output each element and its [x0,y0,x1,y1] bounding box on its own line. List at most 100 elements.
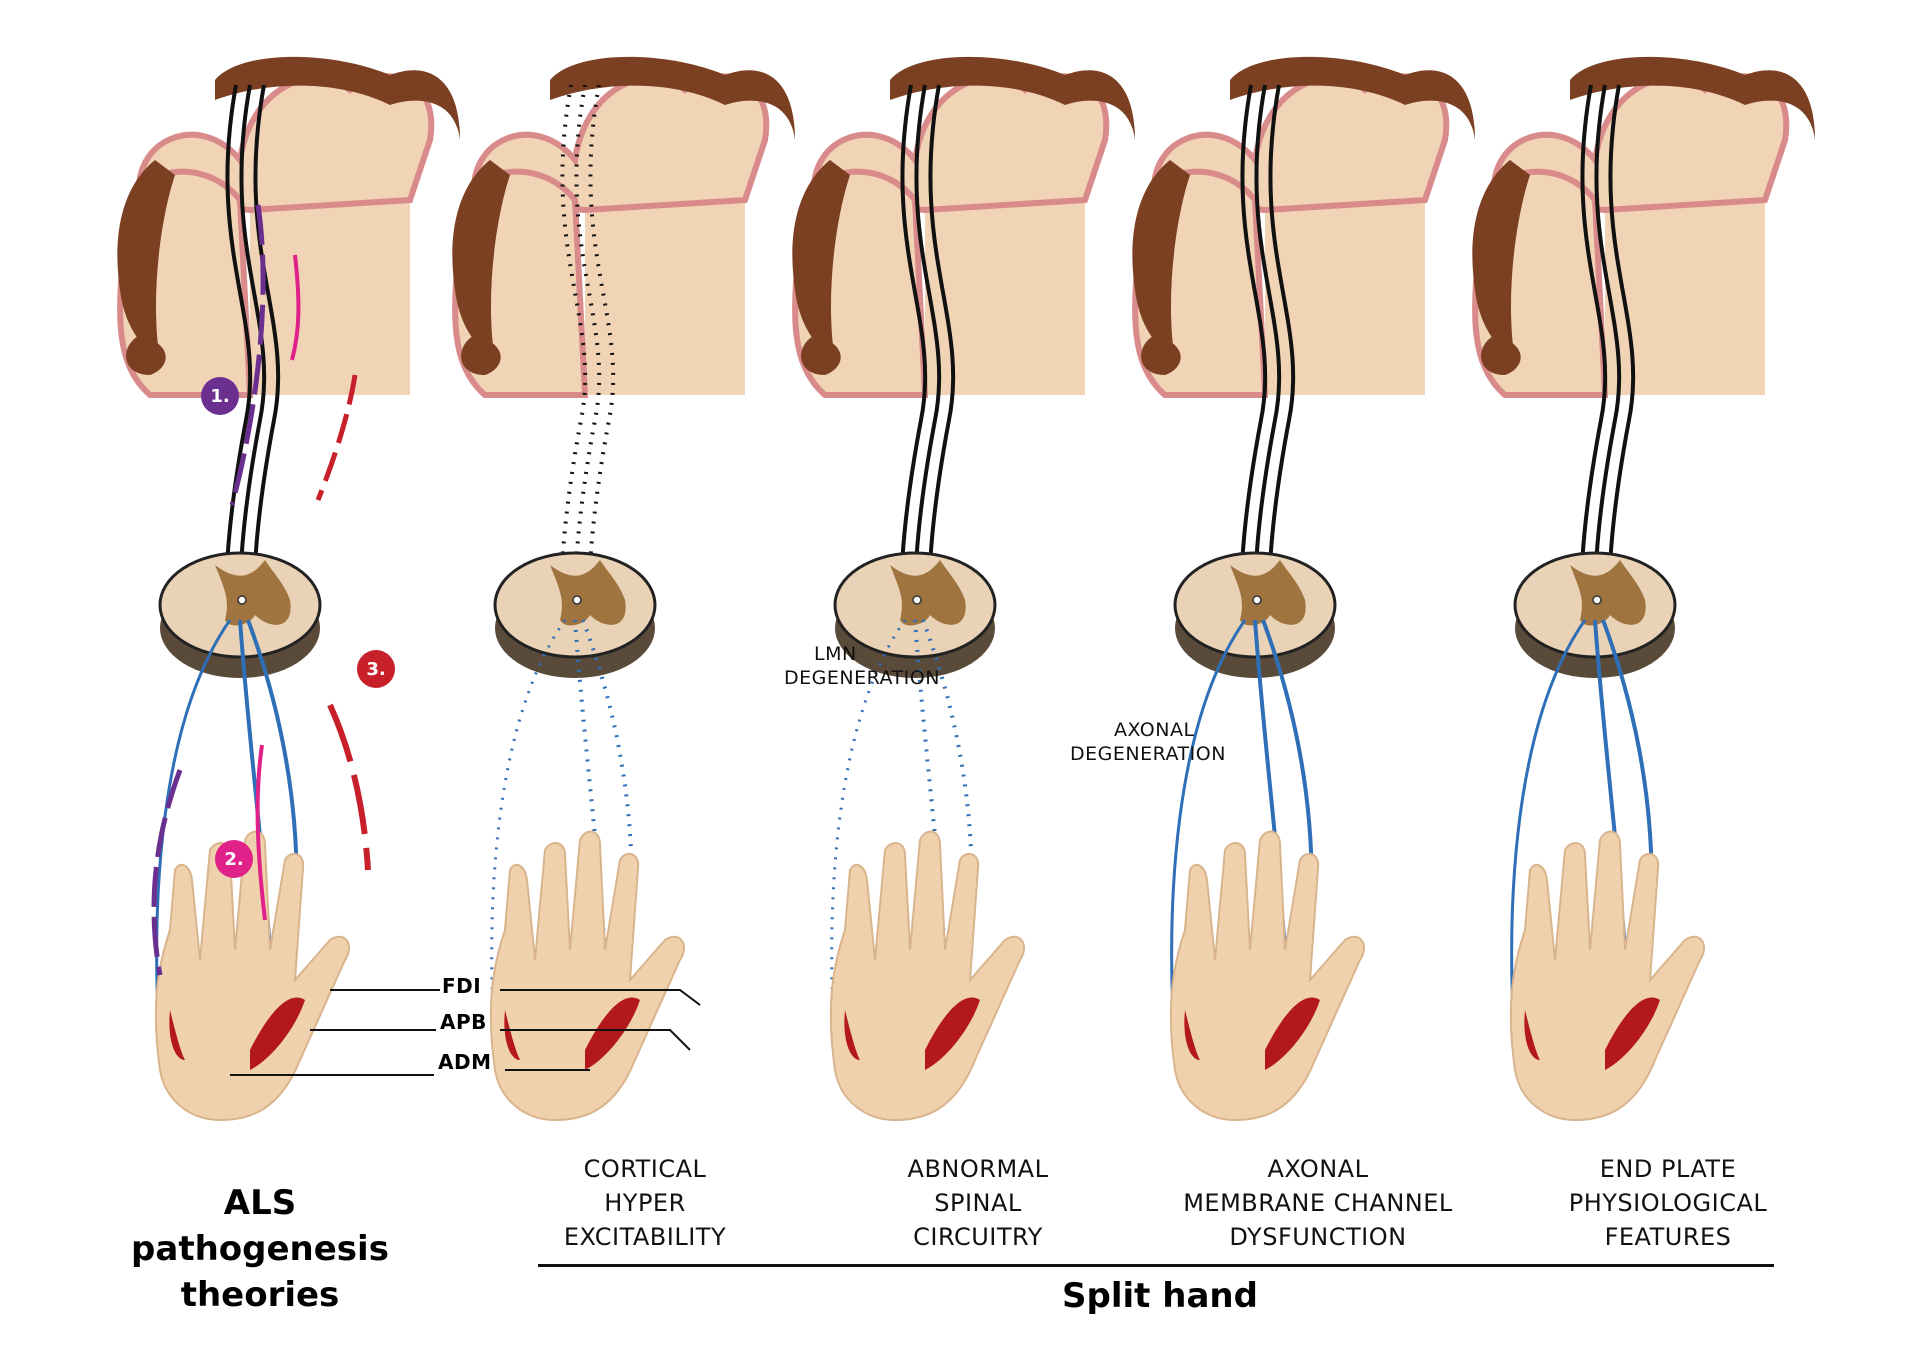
theory-marker-3: 3. [357,650,395,688]
panel-5 [1472,56,1815,1122]
umn-axon-3 [927,84,956,601]
muscle-fdi [1605,997,1660,1070]
panel-caption-3-line-1: ABNORMAL [907,1155,1049,1183]
central-canal [1592,595,1602,605]
ear-lobe [461,335,501,375]
umn-axon-1 [1239,84,1268,601]
arrow-theory-3-upper [315,374,358,501]
ear-lobe [1141,335,1181,375]
umn-axon-2 [913,84,942,601]
lmn-label-line-1: LMN [814,643,857,665]
leader-fdi-right [500,989,701,1006]
panel-caption-5-line-3: FEATURES [1604,1223,1732,1251]
grey-matter [890,560,966,626]
panel-caption-5-line-1: END PLATE [1599,1155,1737,1183]
leader-apb-right [500,1029,691,1051]
umn-axon-2 [238,84,267,601]
umn-axon-2 [1593,84,1622,601]
scalp-band [215,56,460,140]
lmn-label-line-2: DEGENERATION [784,667,940,689]
hand [1169,830,1365,1122]
face-profile [792,160,850,360]
muscle-fdi [1265,997,1320,1070]
grey-matter [1570,560,1646,626]
split-hand-rule [538,1264,1774,1267]
hand [154,830,350,1122]
als-title-line-3: theories [180,1275,340,1315]
umn-axon-3 [1267,84,1296,601]
umn-axon-3 [252,84,281,601]
scalp-band [1230,56,1475,140]
lmn-axon-adm [830,619,907,1051]
theory-marker-3-label: 3. [366,658,386,680]
axonal-label-line-1: AXONAL [1114,719,1195,741]
scalp-band [550,56,795,140]
umn-axon-2 [1253,84,1282,601]
muscle-label-adm: ADM [438,1050,492,1074]
panel-caption-5-line-2: PHYSIOLOGICAL [1568,1189,1768,1217]
panel-caption-5: END PLATE PHYSIOLOGICAL FEATURES [1518,1152,1818,1254]
panel-caption-4-line-3: DYSFUNCTION [1229,1223,1407,1251]
arrow-theory-3-lower [327,703,371,871]
panel-caption-3-line-3: CIRCUITRY [913,1223,1043,1251]
axonal-label-line-2: DEGENERATION [1070,743,1226,765]
lmn-axon-adm [490,619,567,1051]
face-profile [117,160,175,360]
central-canal [572,595,582,605]
ear-lobe [801,335,841,375]
hand [1509,830,1705,1122]
panel-1 [117,56,460,1122]
umn-axon-1 [899,84,928,601]
muscle-label-fdi: FDI [442,974,482,998]
panel-caption-4-line-1: AXONAL [1267,1155,1369,1183]
arrow-theory-1-upper [229,204,266,506]
muscle-adm [504,1010,520,1060]
face-profile [452,160,510,360]
panel-caption-2-line-3: EXCITABILITY [563,1223,727,1251]
muscle-adm [1184,1010,1200,1060]
scalp-band [890,56,1135,140]
panel-caption-3: ABNORMAL SPINAL CIRCUITRY [828,1152,1128,1254]
umn-axon-1 [1579,84,1608,601]
panel-3 [792,56,1135,1122]
ear-lobe [1481,335,1521,375]
lmn-axon-apb [913,619,952,1041]
panel-caption-2-line-1: CORTICAL [583,1155,707,1183]
arrow-theory-2-lower [255,744,267,921]
lmn-degeneration-label: LMN DEGENERATION [784,642,940,690]
panel-caption-2-line-2: HYPER [604,1189,686,1217]
muscle-fdi [585,997,640,1070]
panel-caption-2: CORTICAL HYPER EXCITABILITY [495,1152,795,1254]
theory-marker-1-label: 1. [210,385,230,407]
muscle-label-apb: APB [440,1010,487,1034]
umn-axon-1 [224,84,253,601]
central-canal [912,595,922,605]
muscle-adm [1524,1010,1540,1060]
panel-caption-4-line-2: MEMBRANE CHANNEL [1183,1189,1453,1217]
muscle-adm [844,1010,860,1060]
arrow-theory-1-lower [151,769,183,976]
panel-4 [1132,56,1475,1122]
arrow-theory-2-upper [290,254,301,361]
panel-caption-4: AXONAL MEMBRANE CHANNEL DYSFUNCTION [1168,1152,1468,1254]
central-canal [1252,595,1262,605]
theory-marker-2: 2. [215,840,253,878]
umn-axon-3 [1607,84,1636,601]
lmn-axon-apb [573,619,612,1041]
grey-matter [1230,560,1306,626]
scalp-band [1570,56,1815,140]
als-title-line-2: pathogenesis [131,1229,389,1269]
axonal-degeneration-label: AXONAL DEGENERATION [1070,718,1226,766]
split-hand-label: Split hand [1062,1276,1258,1316]
als-title-line-1: ALS [223,1183,297,1223]
hand [829,830,1025,1122]
central-canal [237,595,247,605]
panel-2 [452,56,795,1122]
muscle-fdi [925,997,980,1070]
theory-arrows [151,204,371,976]
ear-lobe [126,335,166,375]
panel-caption-3-line-2: SPINAL [934,1189,1022,1217]
grey-matter [550,560,626,626]
muscle-fdi [250,997,305,1070]
